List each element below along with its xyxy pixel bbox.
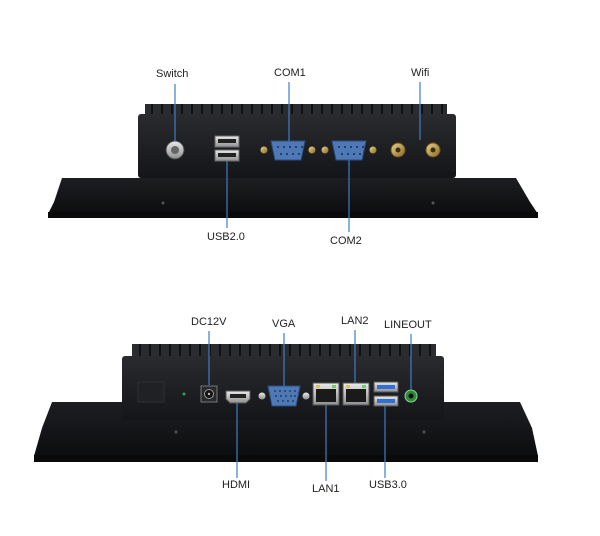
usb3-ports bbox=[373, 381, 399, 407]
bottom-callout-lines bbox=[208, 330, 412, 481]
lineout-jack bbox=[404, 389, 418, 403]
label-usb3: USB3.0 bbox=[369, 479, 407, 491]
label-com1: COM1 bbox=[274, 67, 306, 79]
label-wifi: Wifi bbox=[411, 67, 430, 79]
label-usb2: USB2.0 bbox=[207, 231, 245, 243]
wifi-connectors bbox=[390, 142, 441, 158]
com2-port bbox=[321, 140, 377, 161]
top-panel-tray bbox=[48, 178, 538, 214]
label-com2: COM2 bbox=[330, 235, 362, 247]
com1-port bbox=[260, 140, 316, 161]
bottom-device bbox=[34, 344, 538, 462]
top-device bbox=[48, 104, 538, 218]
label-lan1: LAN1 bbox=[312, 483, 340, 495]
dc12v-jack bbox=[200, 385, 218, 403]
vga-port bbox=[258, 385, 310, 407]
label-lineout: LINEOUT bbox=[384, 319, 432, 331]
top-callout-lines bbox=[174, 82, 421, 232]
label-vga: VGA bbox=[272, 318, 296, 330]
hdmi-port bbox=[225, 390, 251, 404]
usb2-ports bbox=[214, 135, 240, 162]
label-lan2: LAN2 bbox=[341, 315, 369, 327]
lan2-port bbox=[342, 382, 370, 406]
label-switch: Switch bbox=[156, 68, 189, 80]
lan1-port bbox=[312, 382, 340, 406]
label-dc12v: DC12V bbox=[191, 316, 227, 328]
label-hdmi: HDMI bbox=[222, 479, 251, 491]
